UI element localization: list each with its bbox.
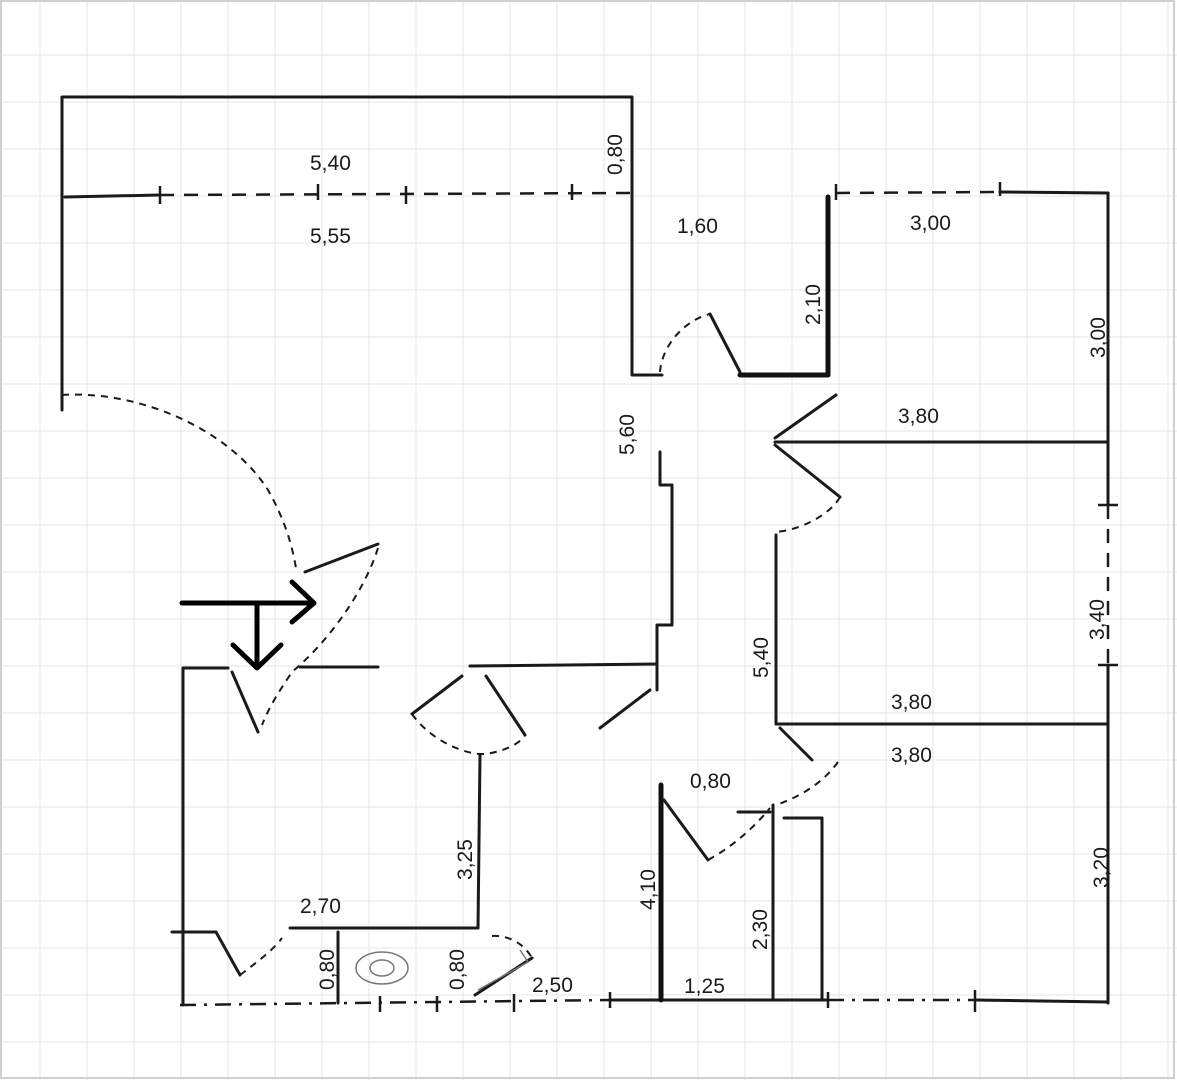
dim-top-wall-upper: 5,40 [310, 152, 351, 175]
dim-room-e2-width: 3,80 [891, 691, 932, 714]
entrance-arrow-icon [179, 579, 317, 671]
dim-room-se-width: 3,80 [891, 744, 932, 767]
dim-room-ne-height: 3,00 [1087, 317, 1110, 358]
hall-west-wall [655, 450, 674, 692]
dim-room-e2-inner-height: 5,40 [750, 637, 773, 678]
dim-bath-door: 0,80 [690, 770, 731, 793]
dim-bath-height: 4,10 [637, 869, 660, 910]
dim-sw-room-width: 2,70 [300, 895, 341, 918]
dim-room-e2-height: 3,40 [1086, 599, 1109, 640]
dim-room-e1-width: 3,80 [898, 405, 939, 428]
kitchen-east-wall [476, 753, 482, 930]
closet-west-wall [630, 191, 664, 377]
dim-sw-door-right: 0,80 [446, 949, 469, 990]
dim-hall-length: 5,60 [616, 414, 639, 455]
dim-room-se-height: 3,20 [1090, 847, 1113, 888]
south-window-wall-a [179, 998, 611, 1007]
entrance-door-leaf [303, 542, 380, 574]
doors [61, 312, 842, 997]
dim-closet-width: 1,60 [677, 215, 718, 238]
dim-sw-south-wall: 2,50 [532, 974, 573, 997]
dim-top-wall-lower: 5,55 [310, 225, 351, 248]
dim-bath-inner-height: 2,30 [749, 909, 772, 950]
north-wing-wall [60, 95, 634, 412]
toilet-fixture [355, 951, 409, 985]
dim-room-ne-width: 3,00 [910, 212, 951, 235]
outer-walls [60, 95, 1118, 1012]
dim-closet-height: 2,10 [802, 284, 825, 325]
dim-notch-height: 0,80 [604, 134, 627, 175]
dim-bath-width: 1,25 [684, 975, 725, 998]
dim-kitchen-height: 3,25 [454, 839, 477, 880]
north-window-wall [159, 191, 631, 197]
ne-window-wall-a [835, 190, 1001, 195]
entrance-door-arc [61, 393, 297, 569]
dim-sw-door-left: 0,80 [316, 949, 339, 990]
dimension-labels: 5,40 5,55 0,80 1,60 2,10 3,00 3,00 3,80 … [300, 134, 1113, 998]
interior-walls [181, 191, 1110, 1005]
